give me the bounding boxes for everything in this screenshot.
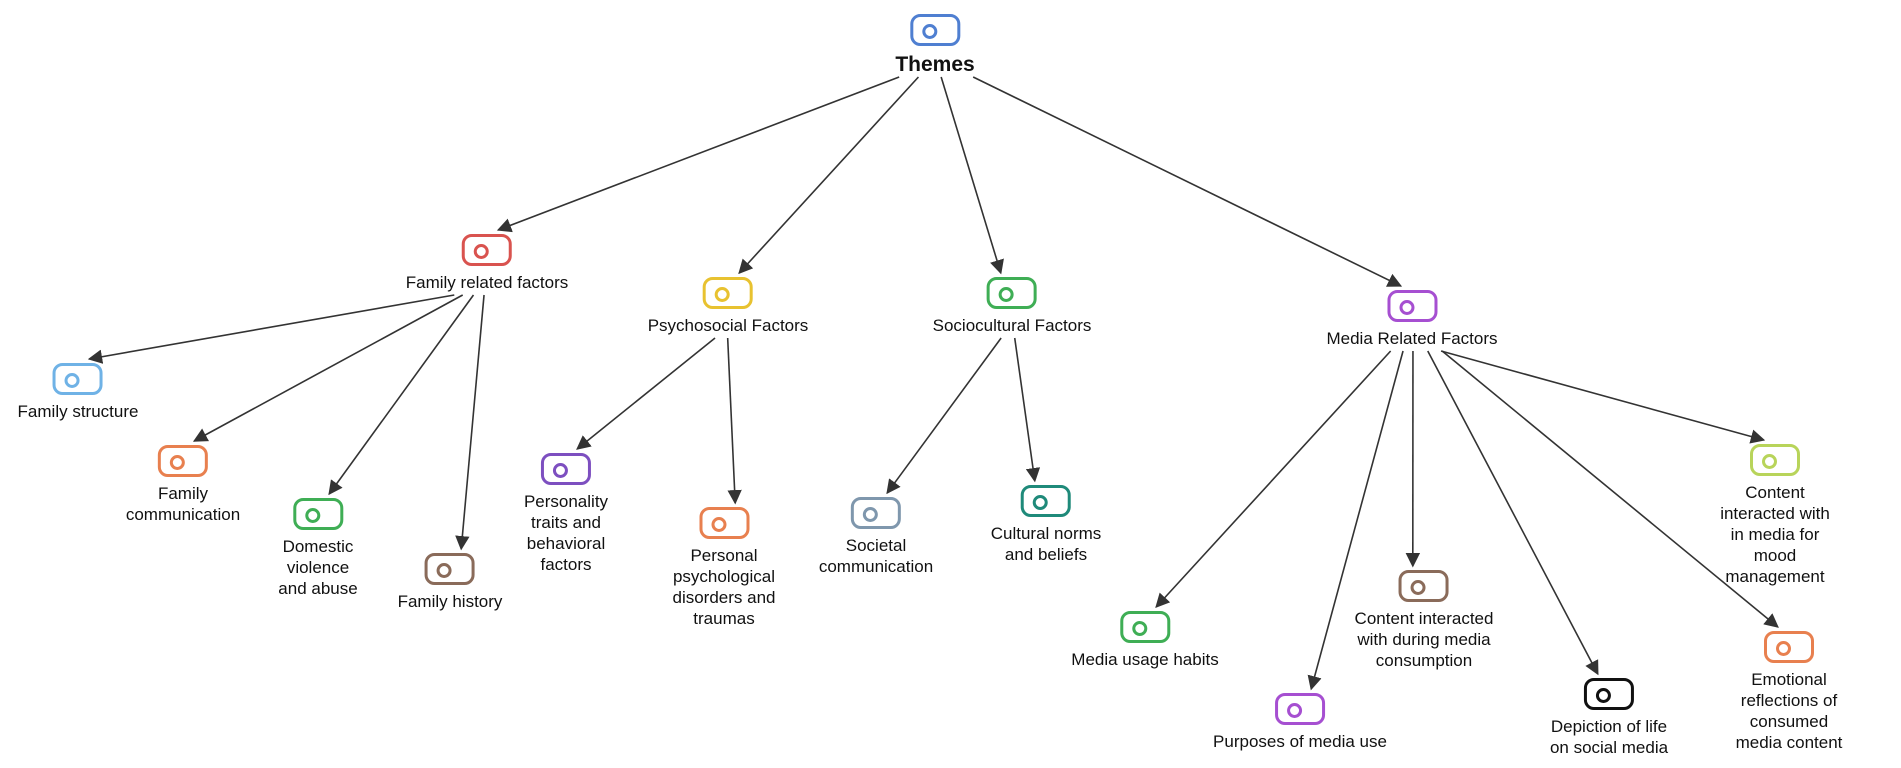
edge-family-to-domestic-violence bbox=[328, 294, 475, 496]
node-toggle-icon bbox=[1274, 693, 1325, 725]
node-label: Domestic violence and abuse bbox=[278, 537, 358, 598]
node-label: Themes bbox=[895, 53, 975, 76]
node-domestic-violence: Domestic violence and abuse bbox=[278, 498, 358, 599]
node-mood: Content interacted with in media for moo… bbox=[1712, 444, 1838, 587]
node-sociocultural: Sociocultural Factors bbox=[932, 277, 1092, 336]
edge-family-to-family-history bbox=[455, 294, 485, 551]
edge-themes-to-sociocultural bbox=[940, 76, 1004, 275]
node-toggle-icon bbox=[52, 363, 103, 395]
node-label: Media usage habits bbox=[1071, 650, 1219, 669]
node-label: Content interacted with in media for moo… bbox=[1720, 483, 1830, 586]
node-societal-comm: Societal communication bbox=[819, 497, 933, 577]
node-toggle-icon bbox=[540, 453, 591, 485]
node-toggle-icon bbox=[910, 14, 960, 46]
edge-themes-to-media bbox=[972, 76, 1403, 287]
node-psych-disorders: Personal psychological disorders and tra… bbox=[672, 507, 776, 629]
node-themes: Themes bbox=[895, 14, 975, 76]
node-label: Purposes of media use bbox=[1213, 732, 1387, 751]
node-label: Emotional reflections of consumed media … bbox=[1735, 670, 1843, 752]
node-toggle-icon bbox=[698, 507, 749, 539]
node-family-history: Family history bbox=[397, 553, 503, 612]
node-toggle-icon bbox=[424, 553, 475, 585]
node-label: Family communication bbox=[125, 484, 241, 524]
node-toggle-icon bbox=[462, 234, 512, 266]
node-label: Family related factors bbox=[405, 273, 569, 292]
node-family: Family related factors bbox=[405, 234, 569, 293]
node-toggle-icon bbox=[157, 445, 208, 477]
edge-family-to-family-structure bbox=[87, 294, 455, 364]
node-toggle-icon bbox=[703, 277, 753, 309]
node-toggle-icon bbox=[1584, 678, 1634, 710]
node-label: Family history bbox=[397, 592, 503, 611]
node-emotional: Emotional reflections of consumed media … bbox=[1733, 631, 1845, 753]
node-label: Media Related Factors bbox=[1326, 329, 1498, 348]
node-family-structure: Family structure bbox=[17, 363, 139, 422]
node-content-during: Content interacted with during media con… bbox=[1354, 570, 1494, 671]
node-toggle-icon bbox=[986, 277, 1037, 309]
edge-psychosocial-to-personality bbox=[576, 337, 716, 450]
node-psychosocial: Psychosocial Factors bbox=[647, 277, 809, 336]
node-toggle-icon bbox=[1387, 290, 1437, 322]
node-depiction: Depiction of life on social media bbox=[1550, 678, 1668, 758]
node-toggle-icon bbox=[1120, 611, 1170, 643]
node-toggle-icon bbox=[1398, 570, 1449, 602]
node-cultural-norms: Cultural norms and beliefs bbox=[990, 485, 1102, 565]
node-label: Content interacted with during media con… bbox=[1354, 609, 1494, 670]
node-label: Family structure bbox=[17, 402, 139, 421]
edge-themes-to-psychosocial bbox=[738, 76, 920, 275]
node-label: Depiction of life on social media bbox=[1549, 717, 1669, 757]
node-toggle-icon bbox=[1020, 485, 1071, 517]
edge-media-to-emotional bbox=[1441, 350, 1779, 628]
node-personality: Personality traits and behavioral factor… bbox=[524, 453, 608, 575]
edge-sociocultural-to-societal-comm bbox=[886, 337, 1002, 495]
node-label: Societal communication bbox=[818, 536, 934, 576]
edge-media-to-media-usage bbox=[1155, 350, 1392, 609]
node-label: Personality traits and behavioral factor… bbox=[523, 492, 609, 574]
node-toggle-icon bbox=[293, 498, 343, 530]
node-media: Media Related Factors bbox=[1326, 290, 1498, 349]
edge-themes-to-family bbox=[496, 76, 900, 233]
node-media-usage: Media usage habits bbox=[1071, 611, 1219, 670]
node-family-communication: Family communication bbox=[126, 445, 240, 525]
edge-media-to-purposes bbox=[1307, 350, 1404, 691]
edge-psychosocial-to-psych-disorders bbox=[726, 337, 742, 505]
node-label: Sociocultural Factors bbox=[932, 316, 1092, 335]
edge-media-to-mood bbox=[1440, 350, 1766, 444]
edge-family-to-family-communication bbox=[192, 294, 464, 442]
node-toggle-icon bbox=[1750, 444, 1800, 476]
node-toggle-icon bbox=[850, 497, 901, 529]
edge-media-to-depiction bbox=[1427, 350, 1599, 676]
node-label: Personal psychological disorders and tra… bbox=[672, 546, 776, 628]
node-purposes: Purposes of media use bbox=[1213, 693, 1387, 752]
node-label: Cultural norms and beliefs bbox=[990, 524, 1102, 564]
edge-sociocultural-to-cultural-norms bbox=[1013, 337, 1041, 483]
node-label: Psychosocial Factors bbox=[647, 316, 809, 335]
node-toggle-icon bbox=[1764, 631, 1814, 663]
